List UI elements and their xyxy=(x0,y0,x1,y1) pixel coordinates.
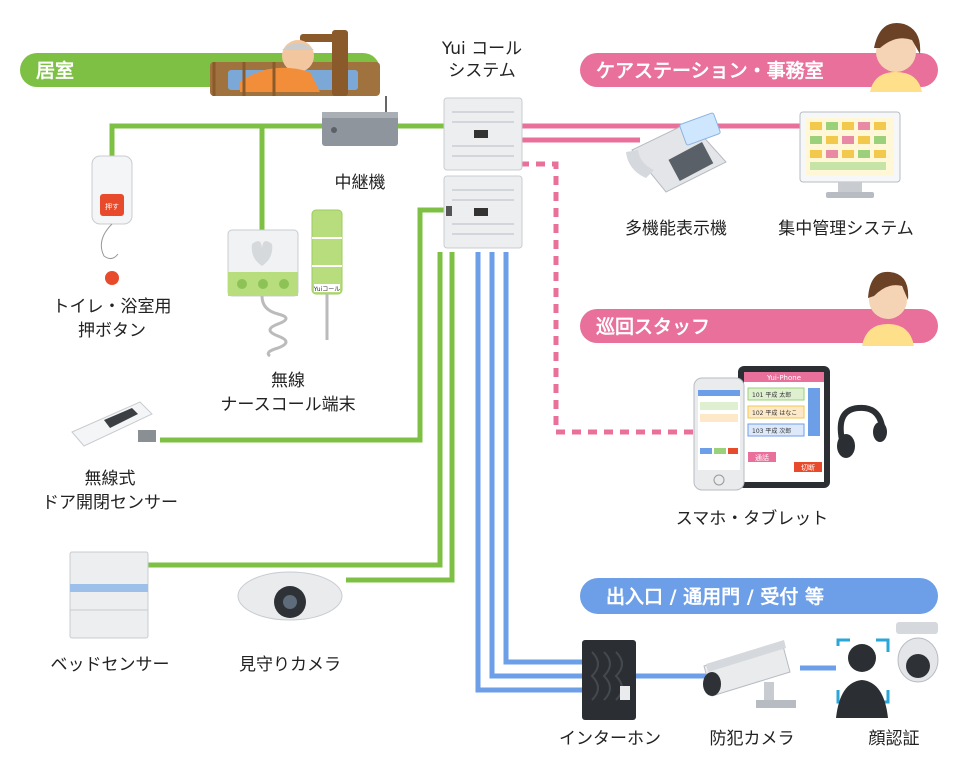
central-management-monitor xyxy=(799,111,901,198)
wireless-nurse-call-terminal: Yuiコール xyxy=(227,209,343,358)
relay-device xyxy=(322,96,398,146)
yui-call-system-unit xyxy=(443,97,523,249)
wireless-nurse-label-1: 無線 xyxy=(271,371,305,391)
security-camera-device xyxy=(703,640,796,708)
relay-label: 中継機 xyxy=(335,173,386,193)
zone-patrol-banner: 巡回スタッフ xyxy=(580,309,938,343)
nurse-call-brand: Yuiコール xyxy=(313,286,340,293)
toilet-button-face: 押す xyxy=(105,202,119,211)
tablet-row-3: 103 平成 次郎 xyxy=(752,427,791,435)
zone-entrance-label: 出入口 / 通用門 / 受付 等 xyxy=(606,585,824,608)
intercom-label: インターホン xyxy=(559,729,661,749)
pink-connections xyxy=(520,123,800,435)
wireless-nurse-label-2: ナースコール端末 xyxy=(220,395,355,415)
green-connections xyxy=(109,123,455,583)
zone-room-label: 居室 xyxy=(36,59,74,82)
zone-care-station-banner: ケアステーション・事務室 xyxy=(580,53,938,87)
face-auth-label: 顔認証 xyxy=(869,729,920,749)
multi-function-display-phone xyxy=(626,112,727,193)
bed-sensor-device xyxy=(69,551,149,639)
tablet-call-button: 通話 xyxy=(755,453,769,462)
door-sensor-label-1: 無線式 xyxy=(85,469,136,489)
watch-camera-device xyxy=(237,571,343,621)
intercom-device xyxy=(582,640,636,720)
face-authentication-device xyxy=(836,622,939,718)
system-title-line2: システム xyxy=(448,61,516,81)
smartphone-tablet-devices: Yui-Phone 101 平成 太郎 102 平成 はなこ 103 平成 次郎… xyxy=(693,366,887,491)
tablet-row-2: 102 平成 はなこ xyxy=(752,409,797,417)
blue-connections xyxy=(475,252,836,693)
system-title-line1: Yui コール xyxy=(441,39,522,59)
smartphone-tablet-label: スマホ・タブレット xyxy=(676,508,829,529)
toilet-call-button: 押す xyxy=(91,155,133,285)
patrol-staff-icon xyxy=(862,271,914,346)
bed-patient-illustration xyxy=(210,30,380,96)
tablet-row-1: 101 平成 太郎 xyxy=(752,391,791,399)
tablet-end-button: 切断 xyxy=(801,463,815,472)
central-system-label: 集中管理システム xyxy=(778,219,914,239)
door-sensor-label-2: ドア開閉センサー xyxy=(42,493,178,513)
watch-camera-label: 見守りカメラ xyxy=(239,655,341,675)
toilet-button-label-2: 押ボタン xyxy=(78,321,146,341)
security-camera-label: 防犯カメラ xyxy=(710,729,795,749)
toilet-button-label-1: トイレ・浴室用 xyxy=(53,297,172,317)
zone-care-station-label: ケアステーション・事務室 xyxy=(596,59,824,82)
zone-entrance-banner: 出入口 / 通用門 / 受付 等 xyxy=(580,578,938,614)
care-staff-icon xyxy=(870,23,922,92)
tablet-header: Yui-Phone xyxy=(766,374,801,382)
multi-display-label: 多機能表示機 xyxy=(625,219,727,239)
door-open-close-sensor xyxy=(71,401,156,447)
zone-patrol-label: 巡回スタッフ xyxy=(596,316,710,338)
bed-sensor-label: ベッドセンサー xyxy=(51,655,170,675)
